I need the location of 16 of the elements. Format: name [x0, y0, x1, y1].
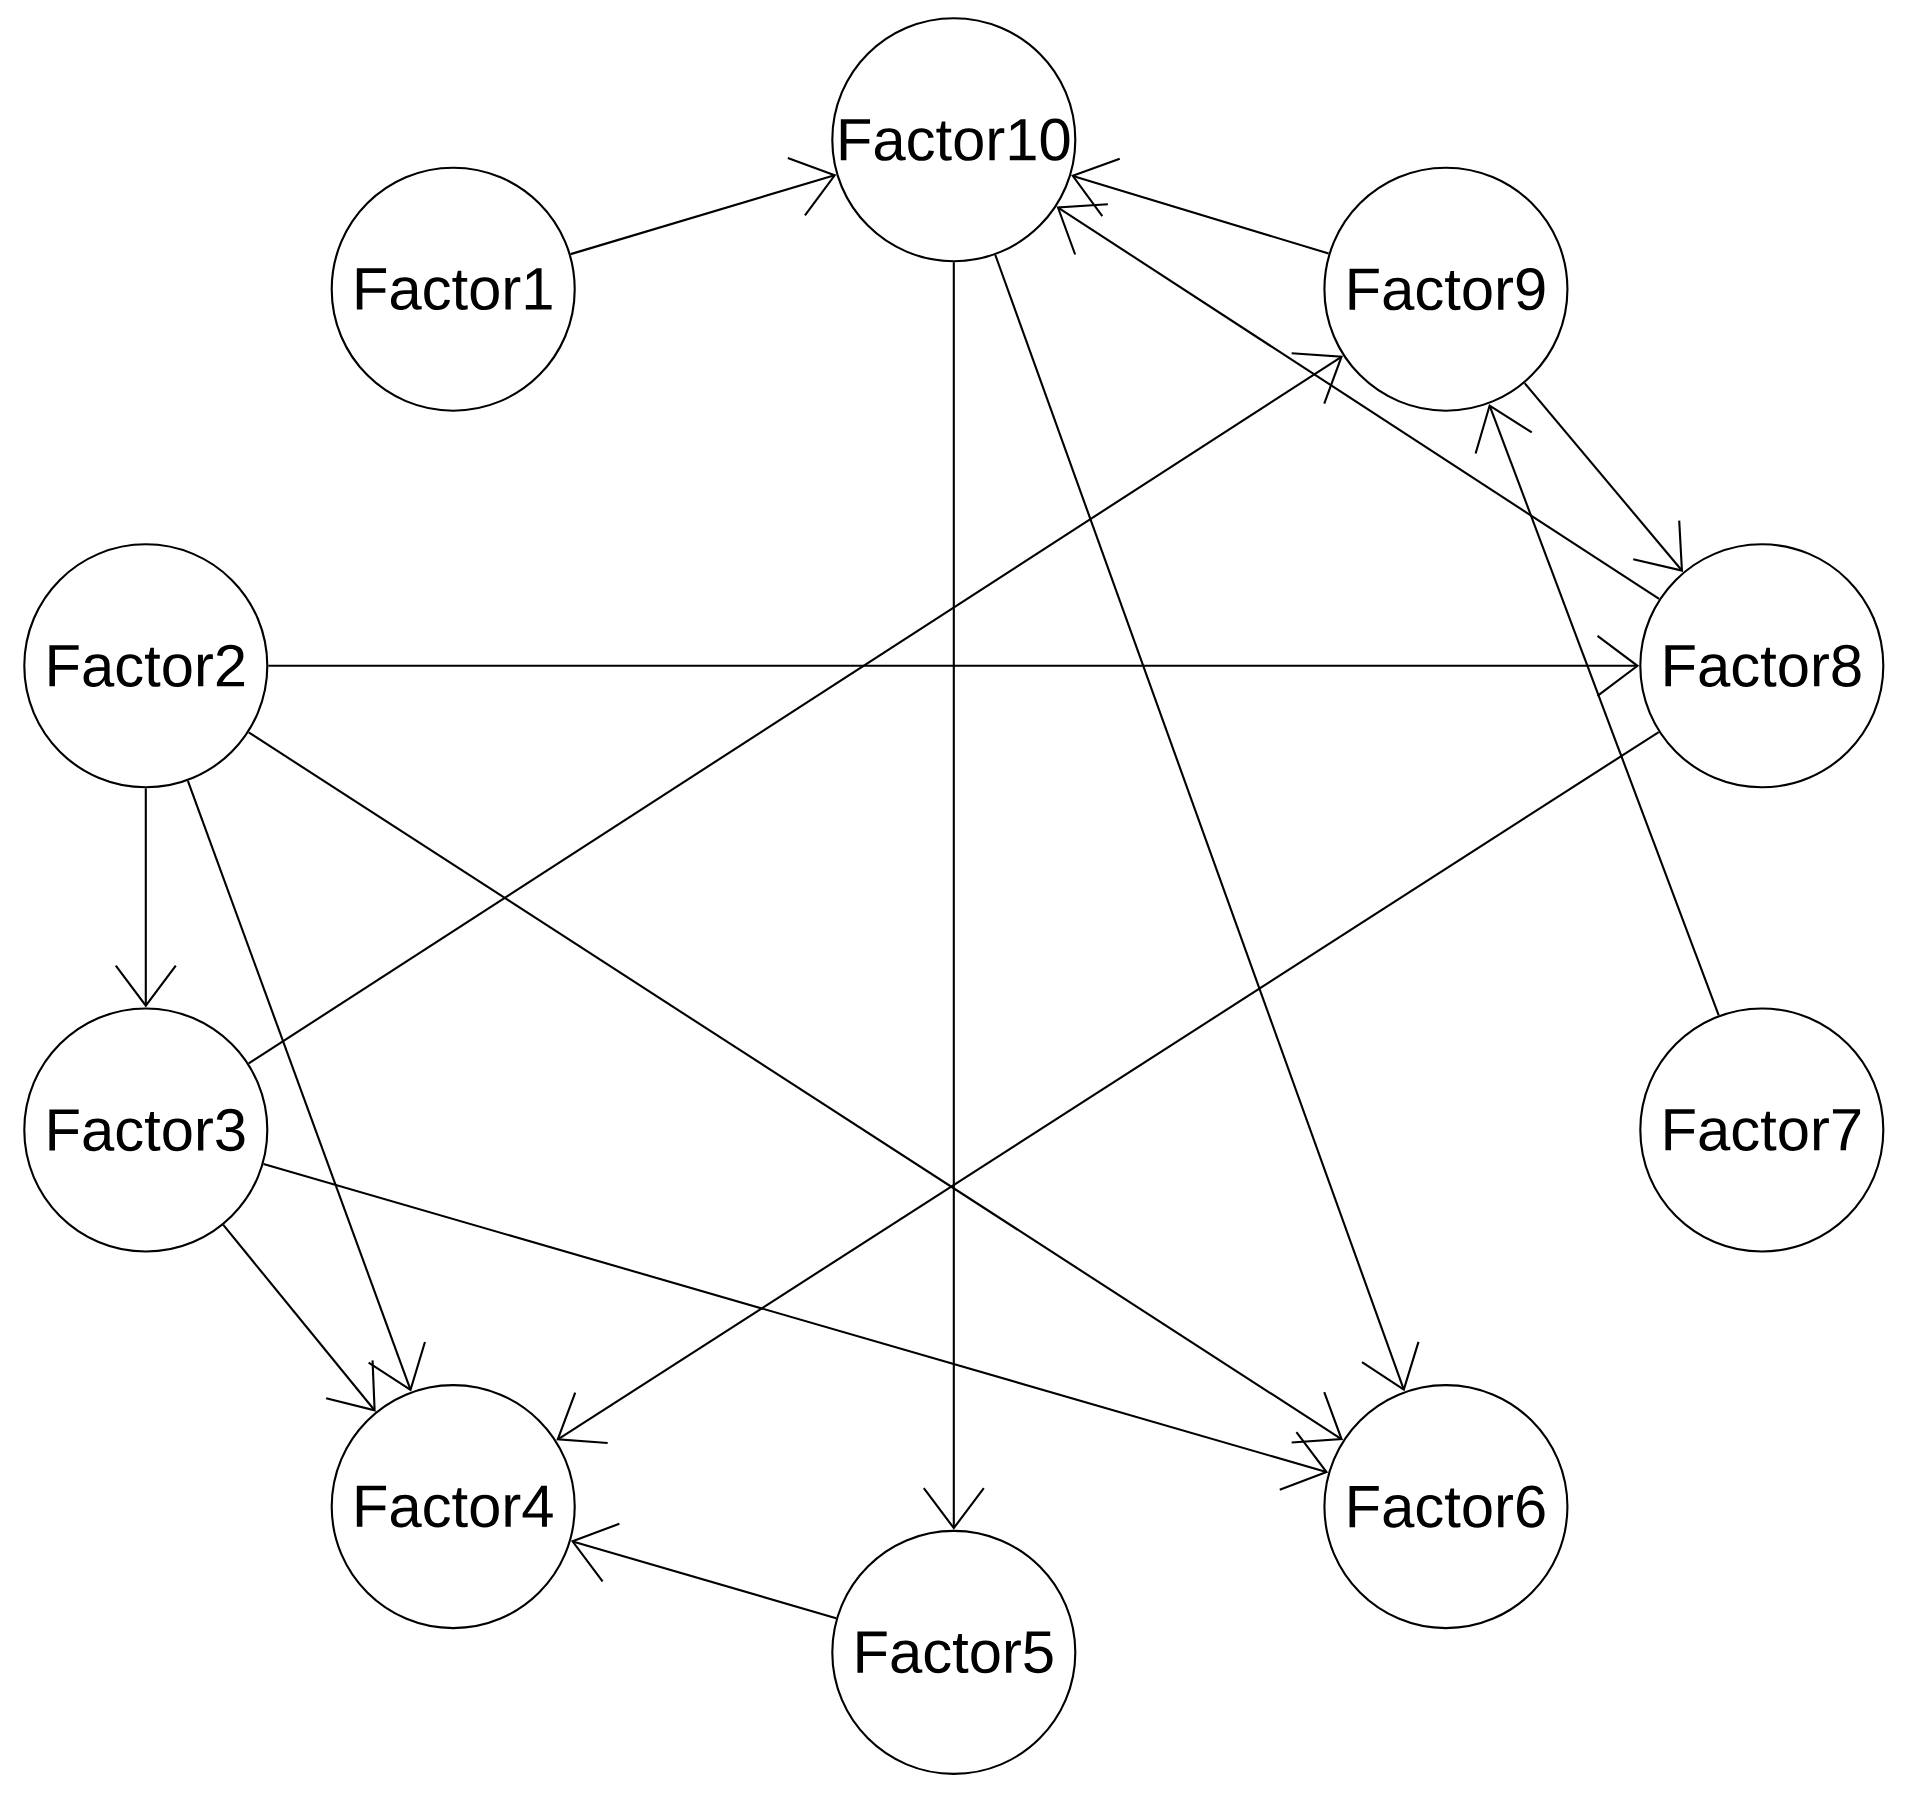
arrow: [1071, 157, 1329, 255]
arrow: [570, 156, 837, 256]
arrow: [268, 634, 1640, 697]
arrow: [1056, 203, 1660, 600]
arrow: [1523, 382, 1684, 572]
arrow: [248, 731, 1343, 1444]
arrow: [994, 254, 1420, 1392]
arrow: [570, 1522, 837, 1620]
arrow: [114, 788, 177, 1008]
arrow: [186, 780, 426, 1392]
arrow: [222, 1224, 376, 1412]
arrow: [922, 262, 985, 1530]
arrow: [556, 731, 1660, 1445]
arrow: [248, 352, 1343, 1065]
arrow: [263, 1163, 1329, 1491]
arrow: [1474, 403, 1720, 1016]
